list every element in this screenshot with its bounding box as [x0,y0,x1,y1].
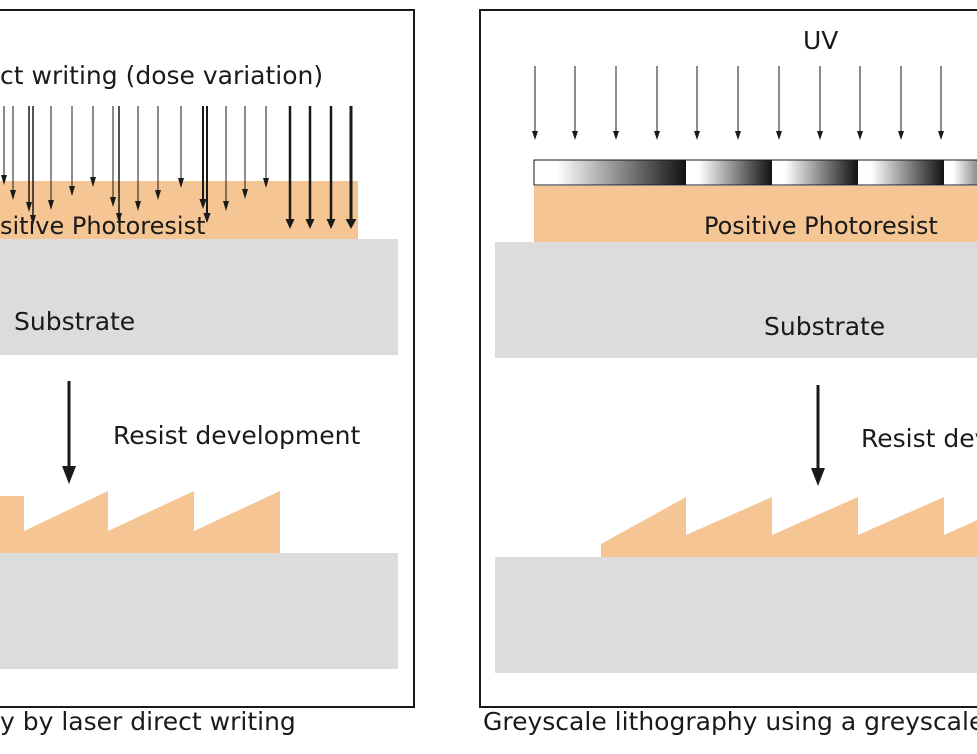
down-arrow-icon [694,66,700,140]
right-caption: Greyscale lithography using a greyscale [483,707,977,736]
down-arrow-icon [30,106,36,225]
right-panel-frame [479,9,977,708]
right-resist-label: Positive Photoresist [704,212,938,240]
mask-segment [944,160,977,185]
mask-segment [858,160,944,185]
left-caption: y by laser direct writing [0,707,296,736]
down-arrow-icon [817,66,823,140]
down-arrow-icon [1,106,7,185]
mask-segment [534,160,686,185]
right-substrate-bottom [495,557,977,673]
down-arrow-icon [10,106,16,200]
right-development-arrow [811,385,825,486]
down-arrow-icon [135,106,141,211]
left-development-arrow [62,381,76,484]
down-arrow-icon [203,106,211,223]
down-arrow-icon [263,106,269,188]
down-arrow-icon [178,106,184,188]
down-arrow-icon [48,106,54,210]
down-arrow-icon [345,106,357,229]
left-process-label: Resist development [113,421,360,450]
down-arrow-icon [305,106,315,229]
down-arrow-icon [938,66,944,140]
mask-segment [772,160,858,185]
greyscale-mask [533,159,977,186]
left-substrate-bottom [0,553,398,669]
down-arrow-icon [654,66,660,140]
down-arrow-icon [110,106,116,207]
right-panel: UV Positive Photoresist Substrate Resist… [479,9,977,708]
right-substrate-top [495,242,977,358]
down-arrow-icon [116,106,122,223]
down-arrow-icon [26,106,32,212]
right-resist-layer [534,186,977,242]
down-arrow-icon [242,106,248,199]
down-arrow-icon [898,66,904,140]
down-arrow-icon [326,106,336,229]
down-arrow-icon [90,106,96,187]
down-arrow-icon [857,66,863,140]
down-arrow-icon [735,66,741,140]
right-process-label: Resist dev [861,424,977,453]
down-arrow-icon [285,106,295,229]
down-arrow-icon [532,66,538,140]
down-arrow-icon [155,106,161,200]
down-arrow-icon [613,66,619,140]
down-arrow-icon [776,66,782,140]
left-panel: ct writing (dose variation) sitive Photo… [0,9,415,708]
down-arrow-icon [199,106,207,209]
right-uv-label: UV [803,26,838,55]
right-substrate-label: Substrate [764,312,885,341]
down-arrow-icon [223,106,229,211]
left-panel-title: ct writing (dose variation) [0,61,323,90]
left-panel-frame [0,9,415,708]
left-dose-arrows [1,106,357,229]
right-developed-profile [601,497,977,557]
right-uv-arrows [532,66,944,140]
down-arrow-icon [69,106,75,196]
mask-segment [686,160,772,185]
down-arrow-icon [572,66,578,140]
mask-outline [533,159,977,186]
left-substrate-top [0,239,398,355]
left-developed-profile [0,491,280,553]
left-substrate-label: Substrate [14,307,135,336]
left-resist-layer [0,181,358,239]
